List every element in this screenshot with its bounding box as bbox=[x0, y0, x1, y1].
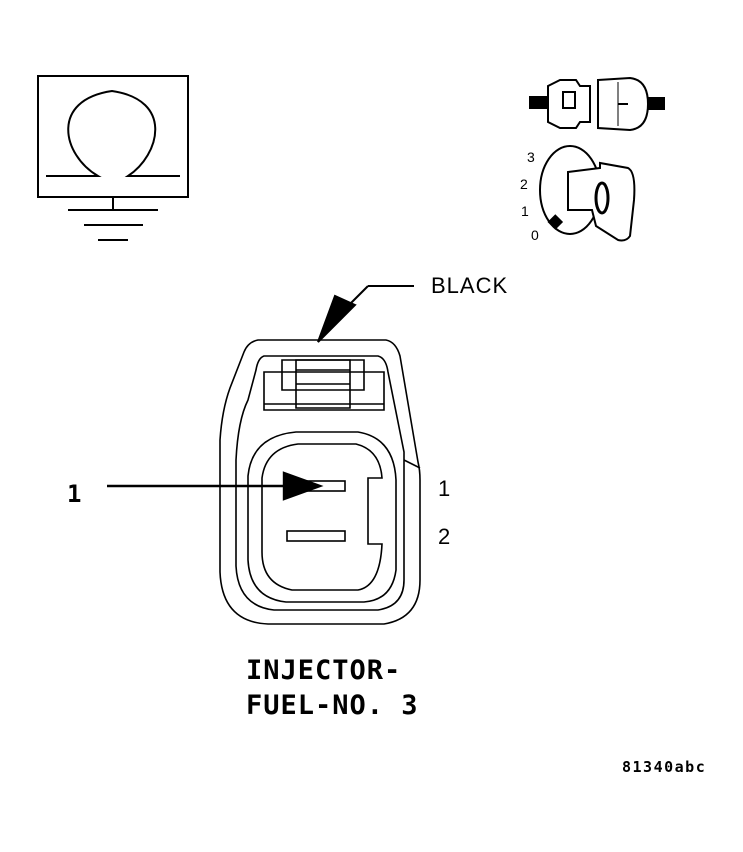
key-position-2: 2 bbox=[520, 176, 528, 192]
connector-disconnected-icon bbox=[529, 76, 665, 132]
ignition-key-off-icon bbox=[539, 145, 636, 242]
wire-color-leader bbox=[317, 285, 414, 343]
component-name-line2: FUEL-NO. 3 bbox=[246, 690, 419, 721]
key-position-1: 1 bbox=[521, 203, 529, 219]
wire-color-label: BLACK bbox=[431, 273, 508, 298]
pin-number-2: 2 bbox=[438, 524, 450, 549]
pin-number-1: 1 bbox=[438, 476, 450, 501]
connector-face bbox=[219, 339, 421, 625]
ground-icon bbox=[68, 197, 158, 241]
ohmmeter-icon bbox=[37, 75, 189, 198]
figure-id: 81340abc bbox=[622, 758, 706, 776]
key-position-0: 0 bbox=[531, 227, 539, 243]
component-name-line1: INJECTOR- bbox=[246, 655, 401, 686]
callout-number: 1 bbox=[67, 480, 81, 508]
pin-callout-arrow bbox=[107, 471, 324, 501]
key-position-3: 3 bbox=[527, 149, 535, 165]
